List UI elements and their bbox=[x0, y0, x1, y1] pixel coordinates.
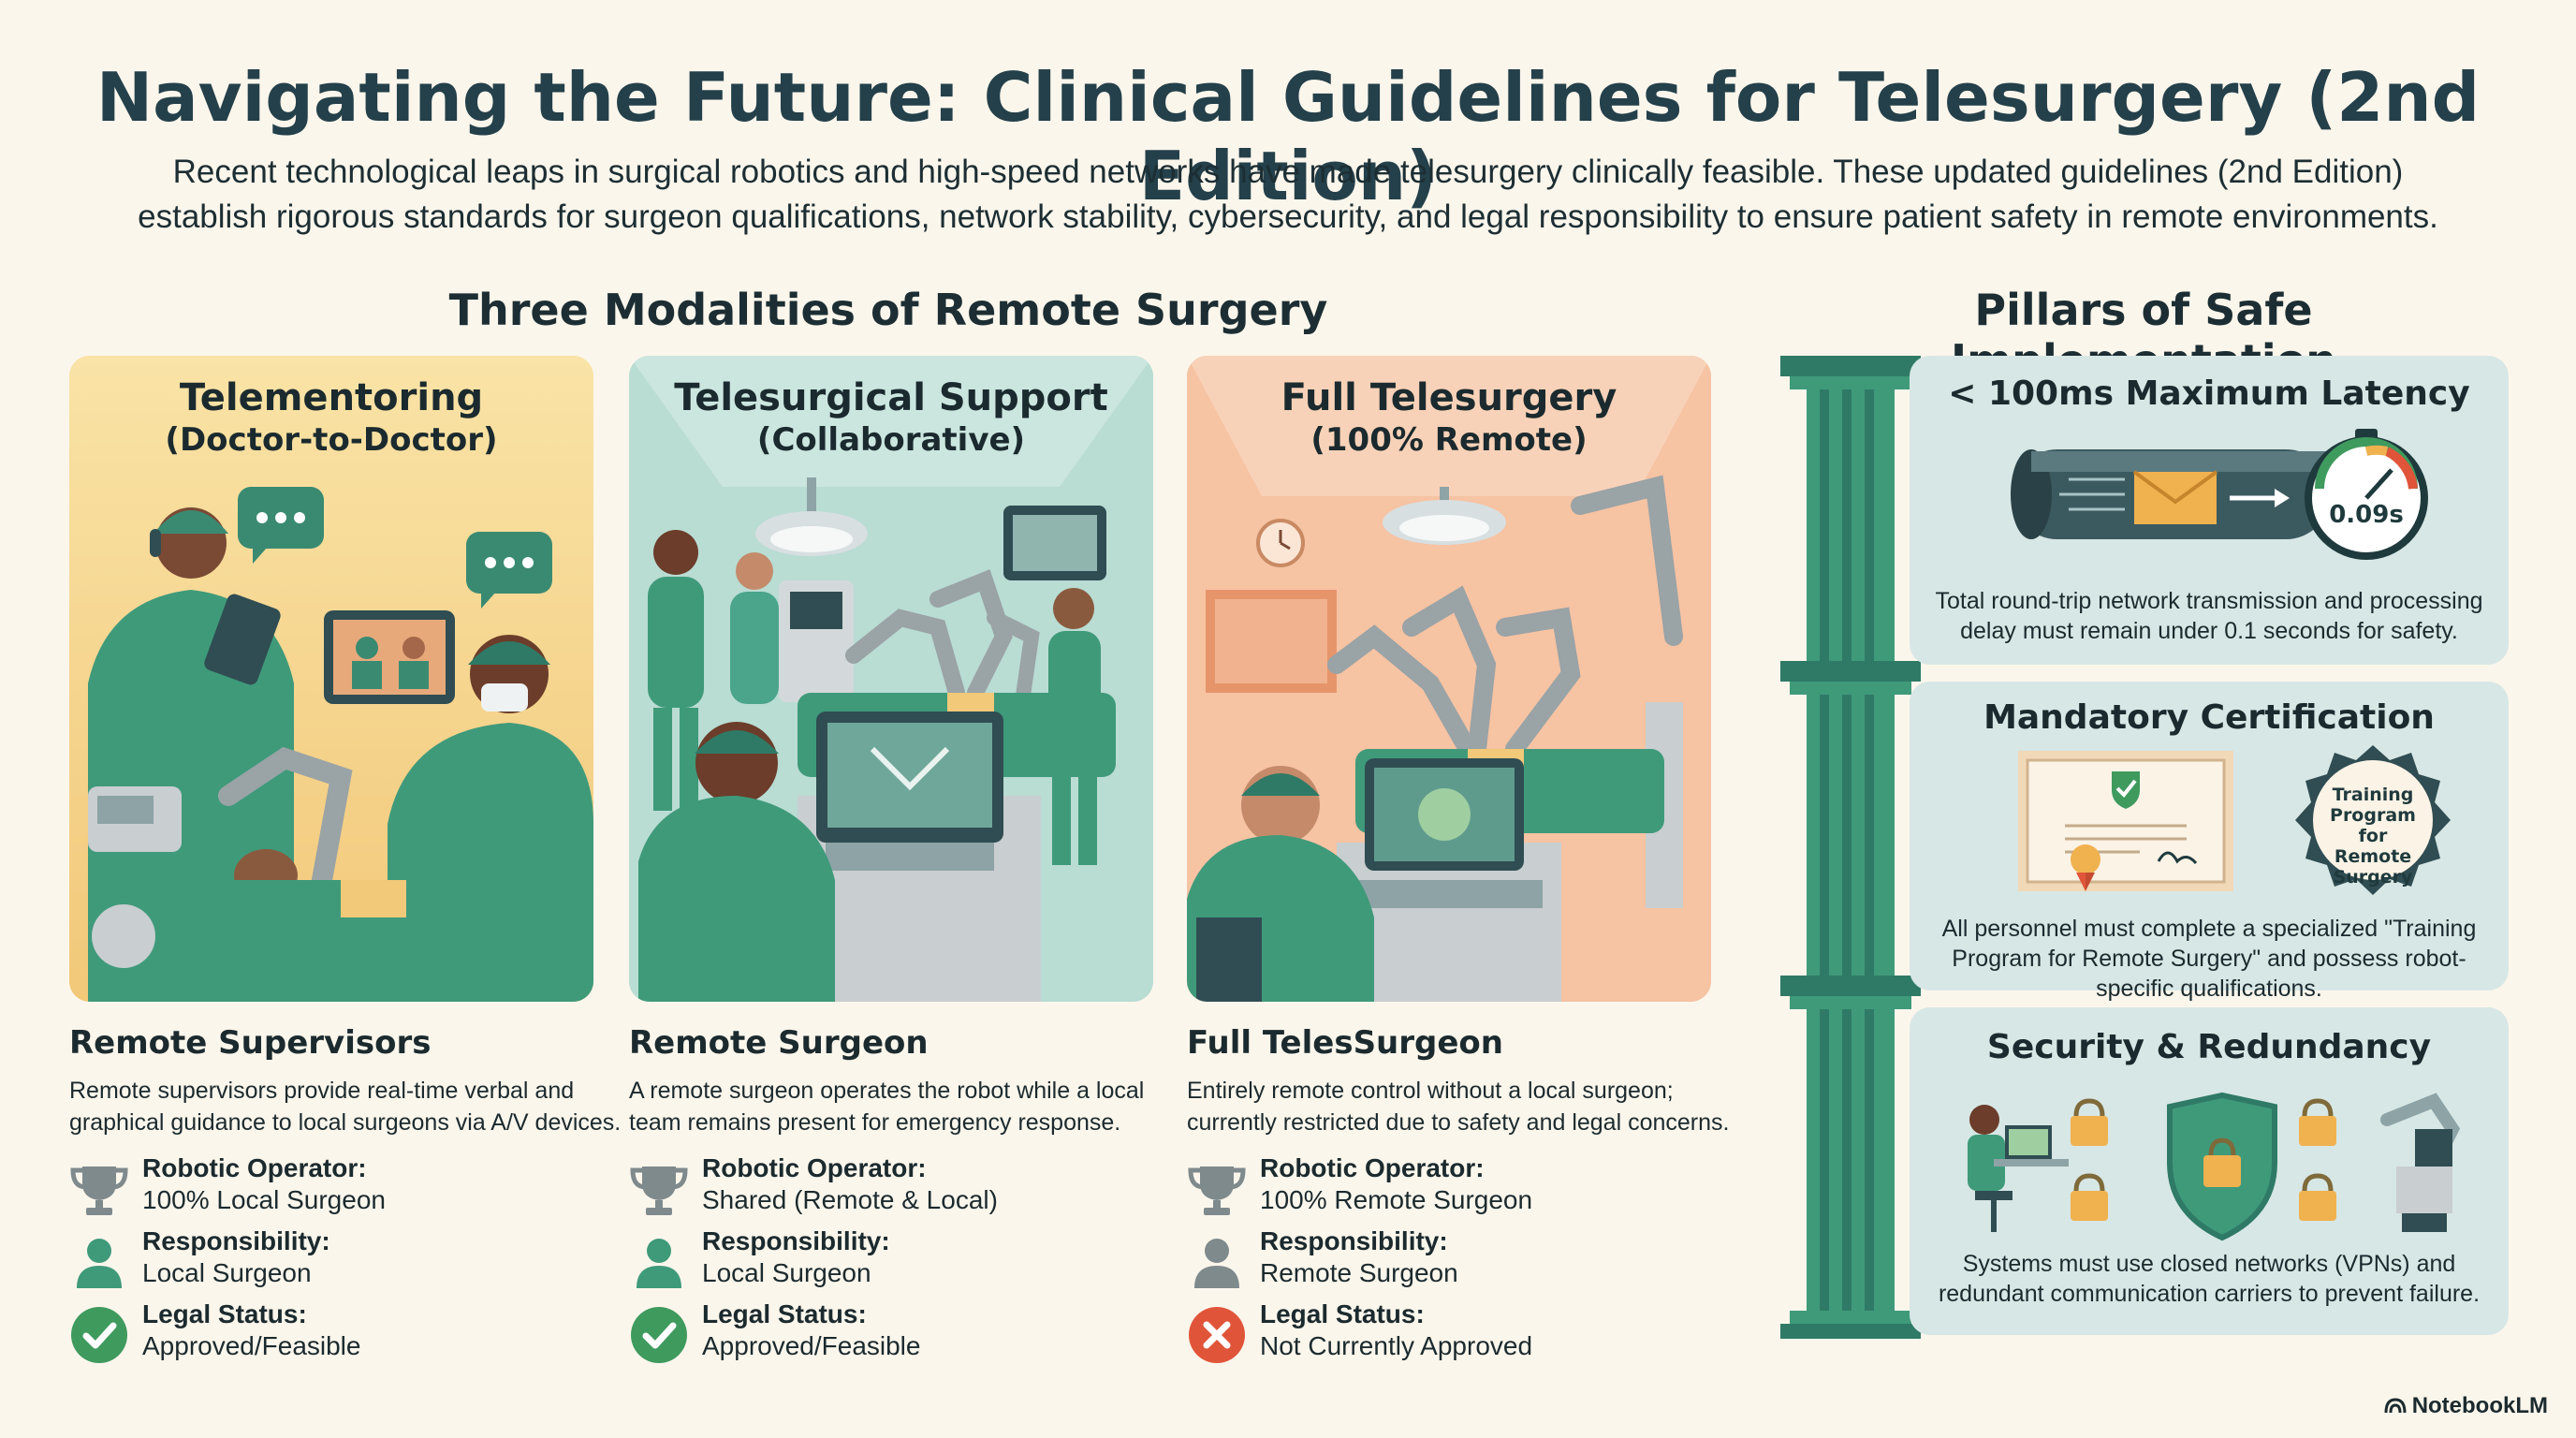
full-telesurgery-subtitle: (100% Remote) bbox=[1310, 421, 1588, 459]
trophy-icon bbox=[1188, 1167, 1246, 1215]
full-telessurgeon-description: Entirely remote control without a local … bbox=[1187, 1078, 1730, 1136]
security-graphic bbox=[1968, 1092, 2461, 1241]
operator-value: 100% Local Surgeon bbox=[142, 1185, 386, 1214]
telesurgical-support-title: Telesurgical Support bbox=[674, 376, 1108, 419]
operator-label: Robotic Operator: bbox=[1260, 1153, 1485, 1182]
latency-badge: 0.09s bbox=[2329, 501, 2404, 529]
operator-label: Robotic Operator: bbox=[142, 1153, 367, 1182]
legal-status-value: Approved/Feasible bbox=[702, 1331, 921, 1360]
remote-surgeon-description: A remote surgeon operates the robot whil… bbox=[629, 1078, 1145, 1136]
operator-label: Robotic Operator: bbox=[702, 1153, 927, 1182]
page-title: Navigating the Future: Clinical Guidelin… bbox=[95, 58, 2481, 215]
legal-status-value: Approved/Feasible bbox=[142, 1331, 361, 1360]
legal-status-value: Not Currently Approved bbox=[1260, 1331, 1533, 1360]
telesurgical-support-subtitle: (Collaborative) bbox=[756, 421, 1026, 459]
remote-surgeon-heading: Remote Surgeon bbox=[629, 1024, 929, 1062]
operator-value: 100% Remote Surgeon bbox=[1260, 1185, 1533, 1214]
telementoring-title: Telementoring bbox=[179, 376, 484, 419]
certification-title: Mandatory Certification bbox=[1983, 698, 2435, 737]
full-telesurgery-card: Full Telesurgery (100% Remote) bbox=[1187, 356, 1711, 1002]
trophy-icon bbox=[70, 1167, 128, 1215]
responsibility-attr: Responsibility: Remote Surgeon bbox=[1187, 1226, 1711, 1294]
telementoring-card: Telementoring (Doctor-to-Doctor) bbox=[69, 356, 593, 1002]
page-subtitle: Recent technological leaps in surgical r… bbox=[138, 154, 2438, 235]
person-icon bbox=[637, 1239, 681, 1288]
check-circle-icon bbox=[631, 1307, 687, 1363]
telementoring-subtitle: (Doctor-to-Doctor) bbox=[165, 421, 498, 459]
responsibility-value: Local Surgeon bbox=[702, 1258, 871, 1287]
remote-supervisors-description: Remote supervisors provide real-time ver… bbox=[69, 1078, 622, 1136]
responsibility-attr: Responsibility: Local Surgeon bbox=[69, 1226, 593, 1294]
security-panel: Security & Redundancy bbox=[1910, 1007, 2509, 1335]
legal-status-label: Legal Status: bbox=[702, 1299, 867, 1328]
training-seal-text: Training Program for Remote Surgery bbox=[2330, 785, 2416, 888]
column-pillar-graphic bbox=[1780, 356, 1921, 1339]
legal-status-label: Legal Status: bbox=[1260, 1299, 1425, 1328]
brand-logo: NotebookLM bbox=[2384, 1393, 2548, 1419]
telesurgical-support-card: Telesurgical Support (Collaborative) bbox=[629, 356, 1153, 1002]
legal-status-label: Legal Status: bbox=[142, 1299, 307, 1328]
training-seal-icon bbox=[2295, 745, 2451, 895]
responsibility-label: Responsibility: bbox=[1260, 1226, 1448, 1255]
brand-name: NotebookLM bbox=[2411, 1393, 2548, 1418]
latency-title: < 100ms Maximum Latency bbox=[1948, 374, 2470, 413]
notebooklm-logo-icon bbox=[2384, 1398, 2407, 1414]
operator-attr: Robotic Operator: 100% Remote Surgeon bbox=[1187, 1153, 1711, 1221]
responsibility-value: Local Surgeon bbox=[142, 1258, 312, 1287]
lock-icon bbox=[2299, 1098, 2336, 1146]
responsibility-attr: Responsibility: Local Surgeon bbox=[629, 1226, 1153, 1294]
legal-status-attr: Legal Status: Not Currently Approved bbox=[1187, 1299, 1711, 1367]
trophy-icon bbox=[630, 1167, 688, 1215]
full-telesurgery-illustration bbox=[1187, 356, 1711, 1002]
latency-panel: < 100ms Maximum Latency 0.09s Total roun… bbox=[1910, 356, 2509, 665]
latency-description: Total round-trip network transmission an… bbox=[1935, 588, 2483, 644]
modalities-heading: Three Modalities of Remote Surgery bbox=[448, 285, 1328, 335]
lock-icon bbox=[2299, 1173, 2336, 1221]
full-telessurgeon-heading: Full TelesSurgeon bbox=[1187, 1024, 1503, 1062]
telementoring-illustration bbox=[69, 356, 593, 1002]
operator-value: Shared (Remote & Local) bbox=[702, 1185, 998, 1214]
legal-status-attr: Legal Status: Approved/Feasible bbox=[629, 1299, 1153, 1367]
full-telesurgery-title: Full Telesurgery bbox=[1281, 376, 1617, 419]
latency-graphic: 0.09s bbox=[2011, 429, 2428, 560]
lock-icon bbox=[2071, 1173, 2108, 1221]
check-circle-icon bbox=[71, 1307, 127, 1363]
certification-description: All personnel must complete a specialize… bbox=[1941, 916, 2477, 1002]
telesurgical-support-illustration bbox=[629, 356, 1153, 1002]
legal-status-attr: Legal Status: Approved/Feasible bbox=[69, 1299, 593, 1367]
certificate-icon bbox=[2018, 751, 2233, 891]
responsibility-value: Remote Surgeon bbox=[1260, 1258, 1458, 1287]
lock-icon bbox=[2071, 1098, 2108, 1146]
responsibility-label: Responsibility: bbox=[142, 1226, 330, 1255]
x-circle-icon bbox=[1189, 1307, 1245, 1363]
person-icon bbox=[1194, 1239, 1239, 1288]
remote-supervisors-heading: Remote Supervisors bbox=[69, 1024, 432, 1062]
security-title: Security & Redundancy bbox=[1986, 1028, 2432, 1066]
certification-panel: Mandatory Certification Training Program… bbox=[1910, 682, 2509, 1002]
operator-attr: Robotic Operator: 100% Local Surgeon bbox=[69, 1153, 593, 1221]
responsibility-label: Responsibility: bbox=[702, 1226, 890, 1255]
person-icon bbox=[77, 1239, 122, 1288]
operator-attr: Robotic Operator: Shared (Remote & Local… bbox=[629, 1153, 1153, 1221]
security-description: Systems must use closed networks (VPNs) … bbox=[1938, 1251, 2481, 1307]
